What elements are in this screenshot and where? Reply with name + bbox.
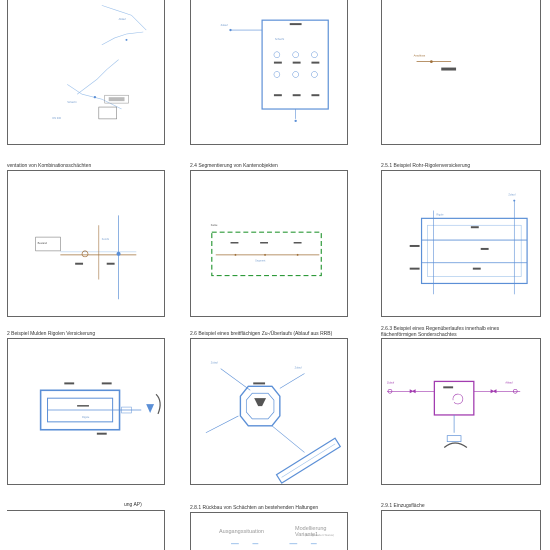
svg-text:DN 300: DN 300: [52, 116, 61, 120]
svg-text:Ablauf: Ablauf: [119, 17, 127, 21]
drawing-pipe-trench: Zulauf Rigole: [409, 193, 528, 295]
section-title: 2.9.1 Einzugsfläche: [381, 503, 425, 509]
section-title: ung AP): [124, 502, 142, 508]
drawing-shaft-grid: Zulauf Schacht: [221, 19, 329, 123]
svg-text:Ablauf: Ablauf: [505, 380, 513, 384]
drawing-combination-shaft: Bestand Kombi: [35, 215, 137, 300]
svg-text:Bestand: Bestand: [38, 241, 48, 245]
drawing-fitting: Anschluss: [414, 54, 457, 71]
section-title: 2.6 Beispiel eines breitflächigen Zu-/Üb…: [190, 331, 333, 337]
panel-kombinationsschacht-top: Ablauf Schacht DN 300: [7, 0, 165, 145]
drawing-shaft-removal: [231, 543, 317, 545]
section-title: flächenförmigen Sonderschachtes: [381, 332, 457, 338]
panel-rueckbau-schaechte: Ausgangssituation Modellierung Variante1…: [190, 512, 348, 550]
panel-einzugsflaeche: [381, 510, 541, 550]
drawing-storm-overflow: Zulauf Ablauf: [387, 380, 521, 448]
label-modellierung: Modellierung Variante1: [295, 526, 327, 538]
svg-text:Schacht: Schacht: [275, 37, 284, 41]
panel-regenueberlauf: Zulauf Ablauf: [381, 338, 541, 485]
section-title: 2.4 Segmentierung von Kantenobjekten: [190, 163, 278, 169]
section-title: 2 Beispiel Mulden Rigolen Versickerung: [7, 331, 96, 337]
panel-rohr-rigole: Zulauf Rigole: [381, 170, 541, 317]
panel-segmentierung: Kante Segment: [190, 170, 348, 317]
drawing-inlet-slope: Ablauf Schacht DN 300: [52, 5, 147, 120]
label-modellierung-sub: (neu/geändert Status): [305, 533, 335, 537]
panel-schacht-top: Zulauf Schacht: [190, 0, 348, 145]
panel-kombinationsschacht: Bestand Kombi: [7, 170, 165, 317]
section-title: 2.5.1 Beispiel Rohr-Rigolenversickerung: [381, 163, 471, 169]
svg-text:Zulauf: Zulauf: [221, 23, 228, 27]
panel-fitting-top: Anschluss: [381, 0, 541, 145]
svg-text:Zulauf: Zulauf: [211, 361, 218, 365]
svg-text:Zulauf: Zulauf: [508, 193, 515, 197]
panel-breitflaechiger-ueberlauf: Zulauf Zulauf: [190, 338, 348, 485]
drawing-wide-overflow: Zulauf Zulauf: [205, 361, 342, 484]
label-ausgangssituation: Ausgangssituation: [219, 529, 264, 535]
svg-text:Kante: Kante: [211, 223, 218, 227]
section-title: 2.6.3 Beispiel eines Regenüberlaufes inn…: [381, 326, 500, 332]
svg-text:Kombi: Kombi: [102, 237, 110, 241]
svg-text:Rigole: Rigole: [436, 212, 444, 216]
svg-text:Rigole: Rigole: [82, 415, 90, 419]
drawing-swale-trench: Rigole: [39, 382, 161, 435]
panel-mulden-rigole: Rigole: [7, 338, 165, 485]
svg-text:Schacht: Schacht: [67, 100, 76, 104]
svg-text:Segment: Segment: [255, 259, 265, 263]
section-title: ventation von Kombinationsschächten: [7, 163, 92, 169]
svg-text:Zulauf: Zulauf: [295, 366, 302, 370]
drawing-segmentation: Kante Segment: [211, 223, 322, 277]
panel-row4-left: [7, 510, 165, 550]
section-title: 2.8.1 Rückbau von Schächten an bestehend…: [190, 505, 319, 511]
svg-text:Zulauf: Zulauf: [387, 380, 394, 384]
svg-text:Anschluss: Anschluss: [414, 54, 426, 58]
